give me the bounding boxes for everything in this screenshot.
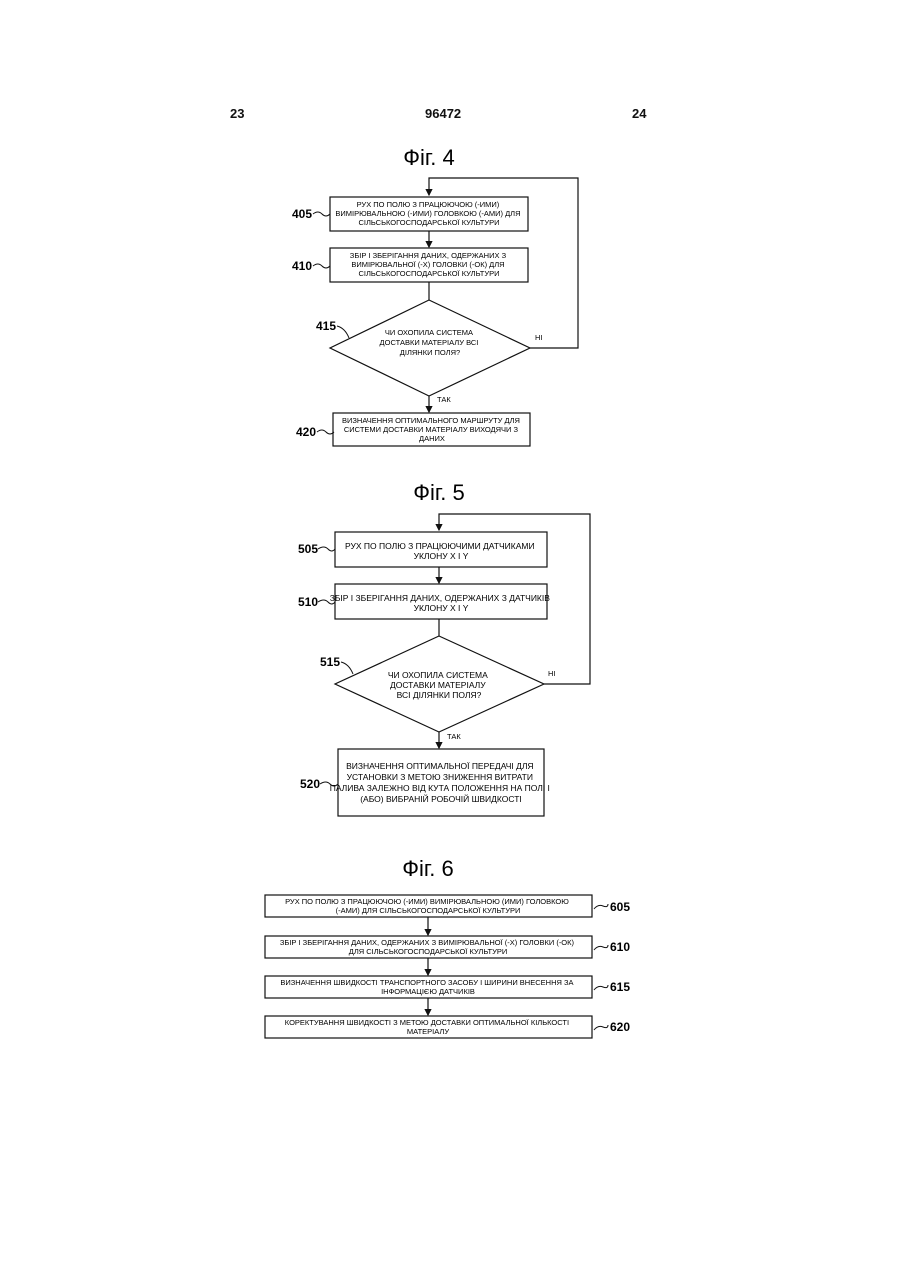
fig4-no-label: НІ [535, 333, 543, 342]
fig4-ref-420: 420 [296, 425, 316, 439]
fig6-step-615-text: ВИЗНАЧЕННЯ ШВИДКОСТІ ТРАНСПОРТНОГО ЗАСОБ… [280, 978, 575, 996]
fig6-ref-610: 610 [610, 940, 630, 954]
fig5-leader-515 [341, 662, 353, 674]
fig4-leader-405 [313, 212, 330, 216]
fig5-title: Фіг. 5 [413, 480, 464, 505]
fig6-step-605-text: РУХ ПО ПОЛЮ З ПРАЦЮЮЧОЮ (-ИМИ) ВИМІРЮВАЛ… [285, 897, 571, 915]
fig5-step-510-text: ЗБІР І ЗБЕРІГАННЯ ДАНИХ, ОДЕРЖАНИХ З ДАТ… [330, 593, 553, 613]
fig5-step-505-text: РУХ ПО ПОЛЮ З ПРАЦЮЮЧИМИ ДАТЧИКАМИ УКЛОН… [345, 541, 537, 561]
fig6-leader-610 [594, 945, 608, 950]
fig4-step-405-text: РУХ ПО ПОЛЮ З ПРАЦЮЮЧОЮ (-ИМИ) ВИМІРЮВАЛ… [335, 200, 522, 227]
fig6-ref-620: 620 [610, 1020, 630, 1034]
fig5-step-520-text: ВИЗНАЧЕННЯ ОПТИМАЛЬНОЇ ПЕРЕДАЧІ ДЛЯ УСТА… [330, 761, 553, 804]
fig5-ref-520: 520 [300, 777, 320, 791]
fig5-ref-505: 505 [298, 542, 318, 556]
fig5-no-label: НІ [548, 669, 556, 678]
fig5-leader-505 [318, 547, 335, 551]
fig4-leader-420 [317, 430, 334, 434]
fig4-decision-415-text: ЧИ ОХОПИЛА СИСТЕМА ДОСТАВКИ МАТЕРІАЛУ ВС… [380, 328, 481, 357]
fig4-ref-415: 415 [316, 319, 336, 333]
fig6-ref-615: 615 [610, 980, 630, 994]
fig4-yes-label: ТАК [437, 395, 451, 404]
fig5-ref-510: 510 [298, 595, 318, 609]
fig4-leader-410 [313, 264, 330, 268]
fig6-leader-605 [594, 904, 608, 909]
fig4-ref-405: 405 [292, 207, 312, 221]
fig4-ref-410: 410 [292, 259, 312, 273]
fig5-decision-515-text: ЧИ ОХОПИЛА СИСТЕМА ДОСТАВКИ МАТЕРІАЛУ ВС… [388, 670, 490, 700]
fig5-ref-515: 515 [320, 655, 340, 669]
figure-5: Фіг. 5 РУХ ПО ПОЛЮ З ПРАЦЮЮЧИМИ ДАТЧИКАМ… [298, 480, 590, 816]
fig4-title: Фіг. 4 [403, 145, 454, 170]
fig6-title: Фіг. 6 [402, 856, 453, 881]
fig6-leader-615 [594, 985, 608, 990]
fig4-step-410-text: ЗБІР І ЗБЕРІГАННЯ ДАНИХ, ОДЕРЖАНИХ З ВИМ… [350, 251, 508, 278]
fig4-step-420-text: ВИЗНАЧЕННЯ ОПТИМАЛЬНОГО МАРШРУТУ ДЛЯ СИС… [342, 416, 522, 443]
fig5-yes-label: ТАК [447, 732, 461, 741]
fig6-leader-620 [594, 1025, 608, 1030]
figure-6: Фіг. 6 РУХ ПО ПОЛЮ З ПРАЦЮЮЧОЮ (-ИМИ) ВИ… [265, 856, 630, 1038]
fig6-ref-605: 605 [610, 900, 630, 914]
fig6-step-620-text: КОРЕКТУВАННЯ ШВИДКОСТІ З МЕТОЮ ДОСТАВКИ … [285, 1018, 571, 1036]
fig4-leader-415 [337, 326, 349, 338]
fig6-step-610-text: ЗБІР І ЗБЕРІГАННЯ ДАНИХ, ОДЕРЖАНИХ З ВИМ… [280, 938, 576, 956]
figure-4: Фіг. 4 РУХ ПО ПОЛЮ З ПРАЦЮЮЧОЮ (-ИМИ) ВИ… [292, 145, 578, 446]
